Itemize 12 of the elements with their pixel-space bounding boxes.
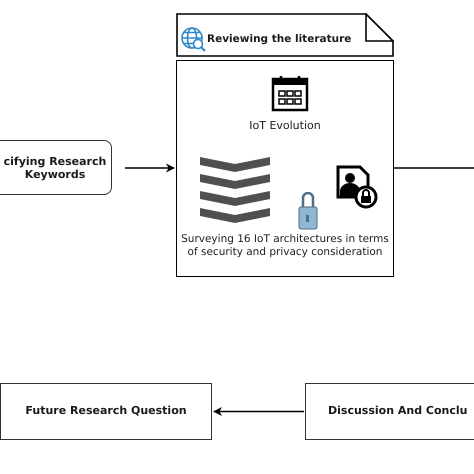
box-label: Future Research Question: [25, 403, 187, 420]
process-box: [305, 383, 474, 440]
box-label: cifying Research Keywords: [2, 154, 107, 180]
arrow: [125, 164, 175, 172]
item-label: IoT Evolution: [248, 118, 322, 134]
header-title: Reviewing the literature: [207, 32, 352, 47]
arrow: [213, 407, 304, 416]
box-label: Discussion And Conclu: [328, 403, 468, 420]
content-box: [176, 60, 394, 277]
item-description: Surveying 16 IoT architectures in terms of security and privacy consideration: [180, 233, 390, 258]
process-box: [0, 383, 212, 440]
process-box: [0, 140, 112, 195]
